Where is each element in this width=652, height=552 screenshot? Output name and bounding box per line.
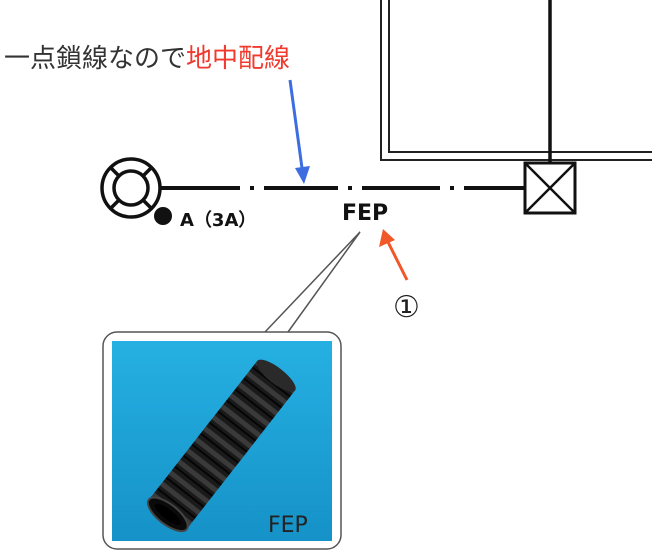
cable-label: FEP <box>342 201 388 226</box>
annotation-highlight: 地中配線 <box>186 44 290 74</box>
pull-box-symbol <box>523 161 577 215</box>
switch-dot <box>154 207 172 225</box>
circled-number-marker: ① <box>393 290 420 325</box>
photo-callout: FEP <box>102 331 342 550</box>
photo-caption: FEP <box>268 513 308 538</box>
outdoor-light-symbol <box>100 157 162 219</box>
annotation-prefix: 一点鎖線なので <box>4 44 186 74</box>
annotation-title: 一点鎖線なので地中配線 <box>4 44 290 74</box>
blue-arrow-icon <box>288 79 310 184</box>
callout-pointer <box>264 231 361 333</box>
building-outline <box>380 0 652 165</box>
orange-arrow-icon <box>379 229 409 281</box>
outlet-label: A（3A） <box>180 210 256 231</box>
corrugated-pipe-icon <box>146 359 296 533</box>
